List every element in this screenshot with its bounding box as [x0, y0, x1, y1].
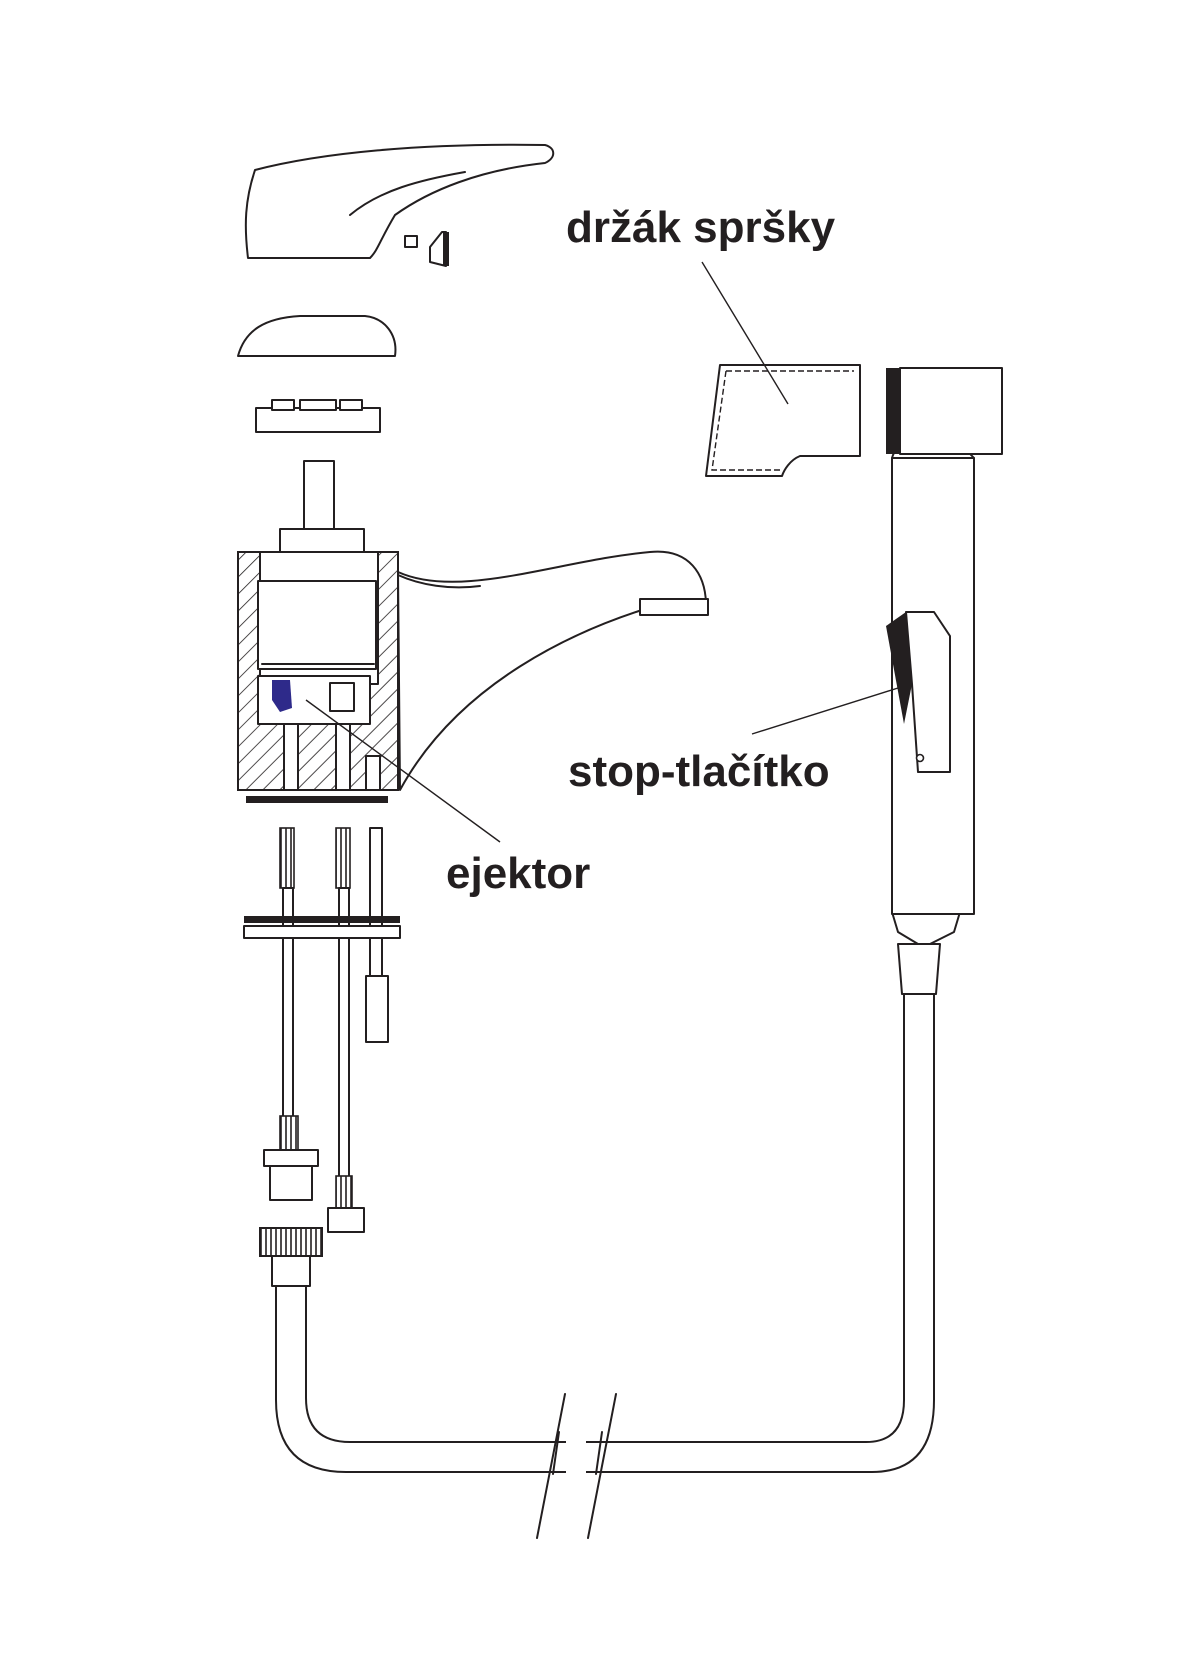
lever-handle — [244, 143, 555, 267]
holder-label: držák spršky — [566, 203, 836, 252]
shower-holder — [705, 364, 861, 477]
shower-hose — [259, 911, 961, 1539]
ejector-part — [272, 680, 292, 712]
mounting-plate — [244, 916, 400, 923]
holder-leader-line — [701, 261, 789, 405]
stop-button-label: stop-tlačítko — [568, 747, 830, 796]
faucet-body — [237, 460, 709, 803]
ejector-label: ejektor — [446, 849, 590, 898]
locking-nut — [255, 399, 381, 433]
cartridge-stem — [303, 460, 335, 530]
stop-button — [886, 612, 912, 724]
ejector-leader-line — [305, 699, 501, 843]
leader-lines — [305, 261, 899, 843]
shower-head — [899, 367, 1003, 455]
hand-shower — [886, 367, 1003, 915]
stop-button-leader-line — [751, 687, 899, 735]
dome-cap — [237, 315, 397, 357]
cartridge-body — [257, 580, 377, 670]
set-screw — [404, 235, 418, 248]
hose-nut — [269, 1165, 313, 1201]
base-gasket — [246, 796, 388, 803]
supply-hoses — [243, 827, 401, 1233]
hose-connector — [259, 1227, 323, 1257]
hose-ferrule — [891, 911, 961, 945]
fixing-nut — [365, 975, 389, 1043]
hose-nut — [327, 1207, 365, 1233]
aerator — [639, 598, 709, 616]
